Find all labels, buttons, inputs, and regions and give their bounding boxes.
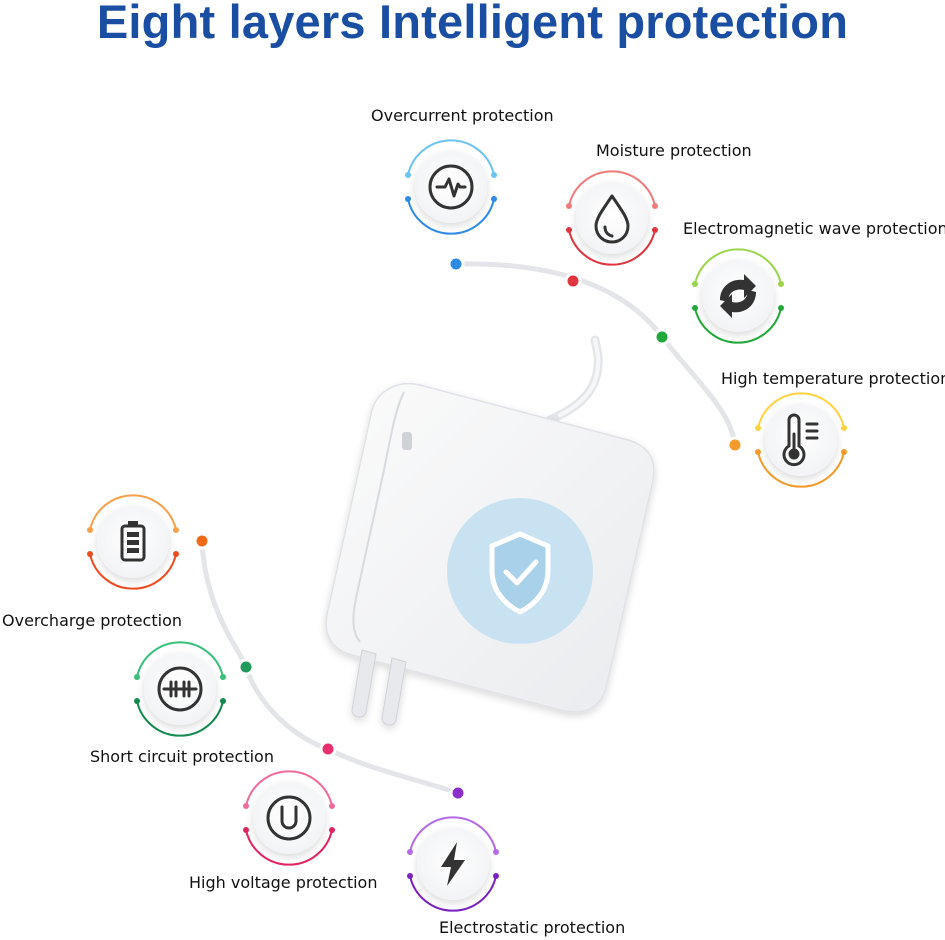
lightning-bolt-icon xyxy=(441,842,465,886)
shield-check-icon xyxy=(489,531,551,615)
prong-left xyxy=(351,649,377,718)
short-circuit-icon xyxy=(157,666,203,712)
ring-short-circuit xyxy=(134,641,226,737)
ring-electromagnetic xyxy=(692,248,784,344)
upper-arc xyxy=(455,261,738,446)
label-high-voltage: High voltage protection xyxy=(189,873,378,892)
dot-overcurrent xyxy=(447,255,465,273)
refresh-arrows-icon xyxy=(720,274,756,318)
label-moisture: Moisture protection xyxy=(596,141,752,160)
battery-icon xyxy=(120,521,146,562)
ring-overcharge xyxy=(87,494,179,590)
label-short-circuit: Short circuit protection xyxy=(90,747,274,766)
page-title: Eight layers Intelligent protection xyxy=(96,0,849,48)
water-drop-icon xyxy=(594,194,630,244)
dot-overcharge xyxy=(193,532,211,550)
ring-moisture xyxy=(566,170,658,266)
ring-high-temperature xyxy=(755,392,847,488)
prong-right xyxy=(381,657,407,726)
label-overcharge: Overcharge protection xyxy=(2,611,182,630)
ring-high-voltage xyxy=(243,770,335,866)
label-overcurrent: Overcurrent protection xyxy=(371,106,554,125)
dot-electromagnetic xyxy=(653,328,671,346)
ring-overcurrent xyxy=(405,139,497,235)
u-voltage-icon xyxy=(266,795,312,841)
dot-moisture xyxy=(564,272,582,290)
label-electrostatic: Electrostatic protection xyxy=(439,918,626,937)
dot-high-voltage xyxy=(319,740,337,758)
ring-electrostatic xyxy=(407,816,499,912)
power-adapter xyxy=(325,383,655,726)
dot-electrostatic xyxy=(449,784,467,802)
dot-short-circuit xyxy=(237,658,255,676)
label-high-temperature: High temperature protection xyxy=(721,369,945,388)
thermometer-icon xyxy=(782,413,819,467)
pulse-icon xyxy=(428,164,474,210)
lower-arc xyxy=(199,540,459,796)
dot-high-temperature xyxy=(726,436,744,454)
label-electromagnetic: Electromagnetic wave protection xyxy=(683,219,945,238)
